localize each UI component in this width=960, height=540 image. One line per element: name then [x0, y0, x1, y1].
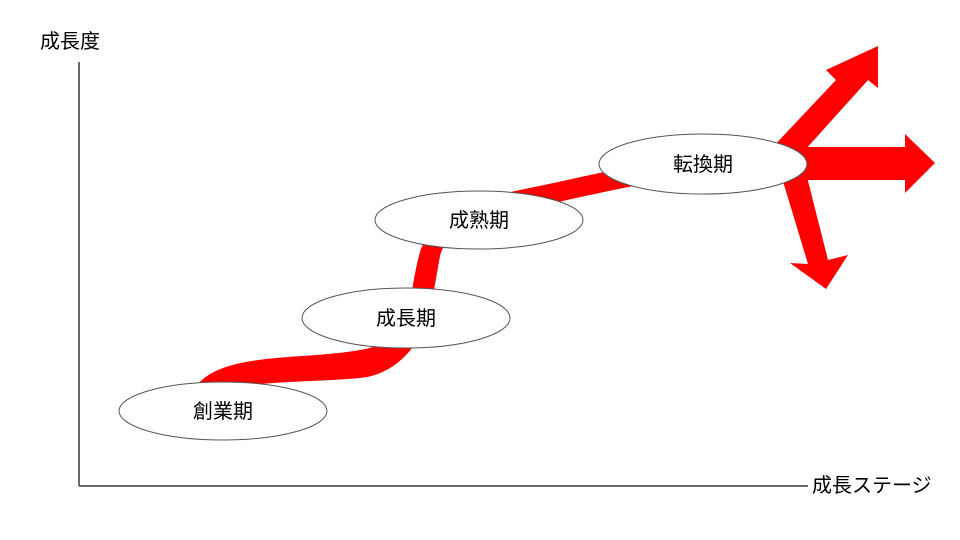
- x-axis-label: 成長ステージ: [812, 473, 932, 497]
- stage-seijukuki: 成熟期: [374, 190, 584, 250]
- stage-tenkanki: 転換期: [598, 133, 808, 195]
- y-axis-label: 成長度: [40, 29, 100, 53]
- stage-label: 創業期: [193, 399, 253, 423]
- stage-sogyoki: 創業期: [118, 381, 328, 441]
- stage-seichoki: 成長期: [301, 287, 511, 349]
- stage-label: 成熟期: [449, 208, 509, 232]
- stage-label: 転換期: [673, 152, 733, 176]
- arrow-up: [770, 46, 878, 160]
- stage-ellipse: [374, 190, 584, 250]
- stage-label: 成長期: [376, 306, 436, 330]
- arrow-down: [782, 173, 848, 289]
- stage-ellipse: [301, 287, 511, 349]
- stage-ellipse: [598, 133, 808, 195]
- stage-ellipse: [118, 381, 328, 441]
- arrow-right: [775, 134, 935, 193]
